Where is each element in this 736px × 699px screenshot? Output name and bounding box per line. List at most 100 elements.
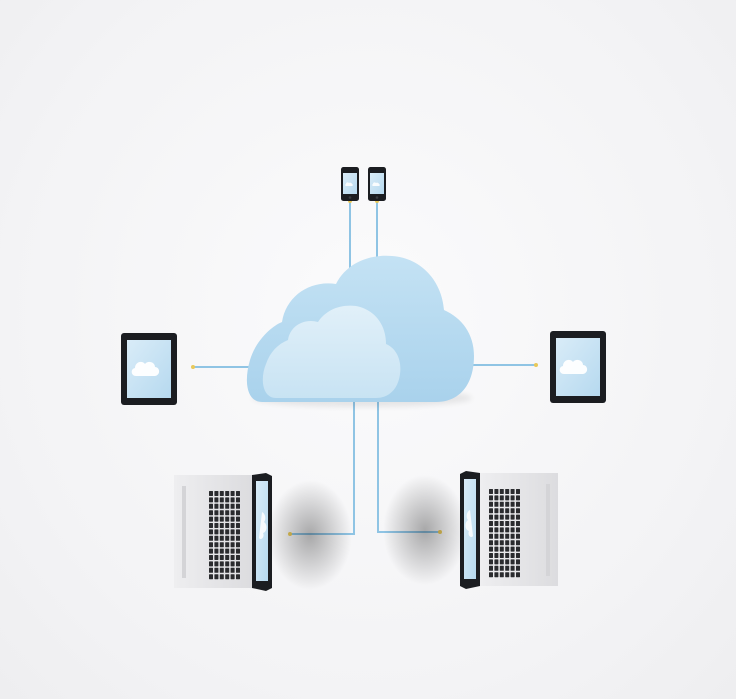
keyboard-key <box>499 501 504 507</box>
keyboard-key <box>225 555 230 560</box>
keyboard-key <box>236 561 240 567</box>
keyboard-key <box>219 555 224 560</box>
keyboard-key <box>505 527 510 533</box>
keyboard-key <box>230 561 235 567</box>
keyboard-key <box>214 523 219 528</box>
keyboard-key <box>236 555 240 560</box>
keyboard-key <box>219 503 224 509</box>
keyboard-key <box>510 559 515 565</box>
keyboard-key <box>494 540 499 546</box>
keyboard-key <box>494 546 499 552</box>
keyboard-key <box>510 533 515 539</box>
keyboard-key <box>236 542 240 548</box>
keyboard-key <box>225 542 230 548</box>
keyboard-key <box>494 565 499 571</box>
keyboard-key <box>505 508 510 514</box>
keyboard-key <box>230 497 235 503</box>
keyboard-key <box>505 540 510 546</box>
keyboard-key <box>505 521 510 526</box>
keyboard-key <box>494 533 499 539</box>
keyboard-key <box>230 529 235 535</box>
keyboard-key <box>516 489 520 494</box>
keyboard-key <box>516 553 520 558</box>
keyboard-key <box>505 565 510 571</box>
keyboard-key <box>230 567 235 573</box>
keyboard-key <box>494 527 499 533</box>
keyboard-key <box>505 559 510 565</box>
keyboard-key <box>236 523 240 528</box>
keyboard-key <box>489 546 493 552</box>
keyboard-key <box>214 567 219 573</box>
keyboard-key <box>510 501 515 507</box>
keyboard-key <box>225 529 230 535</box>
keyboard-key <box>505 501 510 507</box>
keyboard-key <box>230 523 235 528</box>
keyboard-key <box>505 514 510 520</box>
keyboard-key <box>236 491 240 496</box>
keyboard-key <box>510 495 515 501</box>
keyboard-key <box>516 495 520 501</box>
keyboard-key <box>209 574 213 580</box>
keyboard-key <box>499 546 504 552</box>
keyboard-key <box>505 546 510 552</box>
keyboard-key <box>516 514 520 520</box>
keyboard-key <box>236 510 240 516</box>
keyboard-key <box>505 489 510 494</box>
keyboard-key <box>494 514 499 520</box>
keyboard-key <box>510 565 515 571</box>
keyboard-key <box>510 489 515 494</box>
keyboard-key <box>225 567 230 573</box>
keyboard-key <box>219 497 224 503</box>
keyboard-key <box>494 501 499 507</box>
keyboard-key <box>499 559 504 565</box>
keyboard-right <box>489 489 520 578</box>
keyboard-key <box>219 516 224 522</box>
keyboard-key <box>209 542 213 548</box>
keyboard-key <box>489 501 493 507</box>
keyboard-key <box>510 546 515 552</box>
keyboard-key <box>499 527 504 533</box>
keyboard-key <box>225 574 230 580</box>
keyboard-key <box>230 548 235 554</box>
keyboard-key <box>516 521 520 526</box>
keyboard-key <box>209 561 213 567</box>
cloud <box>246 255 474 407</box>
keyboard-key <box>230 510 235 516</box>
keyboard-key <box>209 567 213 573</box>
keyboard-key <box>209 491 213 496</box>
keyboard-key <box>209 497 213 503</box>
keyboard-key <box>505 495 510 501</box>
keyboard-key <box>510 540 515 546</box>
keyboard-key <box>225 503 230 509</box>
keyboard-key <box>214 561 219 567</box>
keyboard-key <box>494 572 499 578</box>
keyboard-key <box>225 516 230 522</box>
keyboard-key <box>516 559 520 565</box>
keyboard-key <box>214 535 219 541</box>
keyboard-key <box>489 527 493 533</box>
keyboard-key <box>219 523 224 528</box>
keyboard-key <box>219 510 224 516</box>
keyboard-key <box>236 529 240 535</box>
keyboard-key <box>219 491 224 496</box>
keyboard-key <box>236 567 240 573</box>
keyboard-key <box>214 529 219 535</box>
keyboard-key <box>516 572 520 578</box>
keyboard-key <box>516 540 520 546</box>
keyboard-key <box>209 510 213 516</box>
keyboard-key <box>230 542 235 548</box>
keyboard-key <box>510 572 515 578</box>
keyboard-key <box>219 561 224 567</box>
keyboard-key <box>209 516 213 522</box>
keyboard-key <box>214 510 219 516</box>
keyboard-key <box>219 542 224 548</box>
keyboard-key <box>494 495 499 501</box>
keyboard-key <box>494 559 499 565</box>
keyboard-key <box>230 503 235 509</box>
keyboard-key <box>230 516 235 522</box>
keyboard-key <box>214 516 219 522</box>
keyboard-key <box>499 489 504 494</box>
keyboard-key <box>489 508 493 514</box>
